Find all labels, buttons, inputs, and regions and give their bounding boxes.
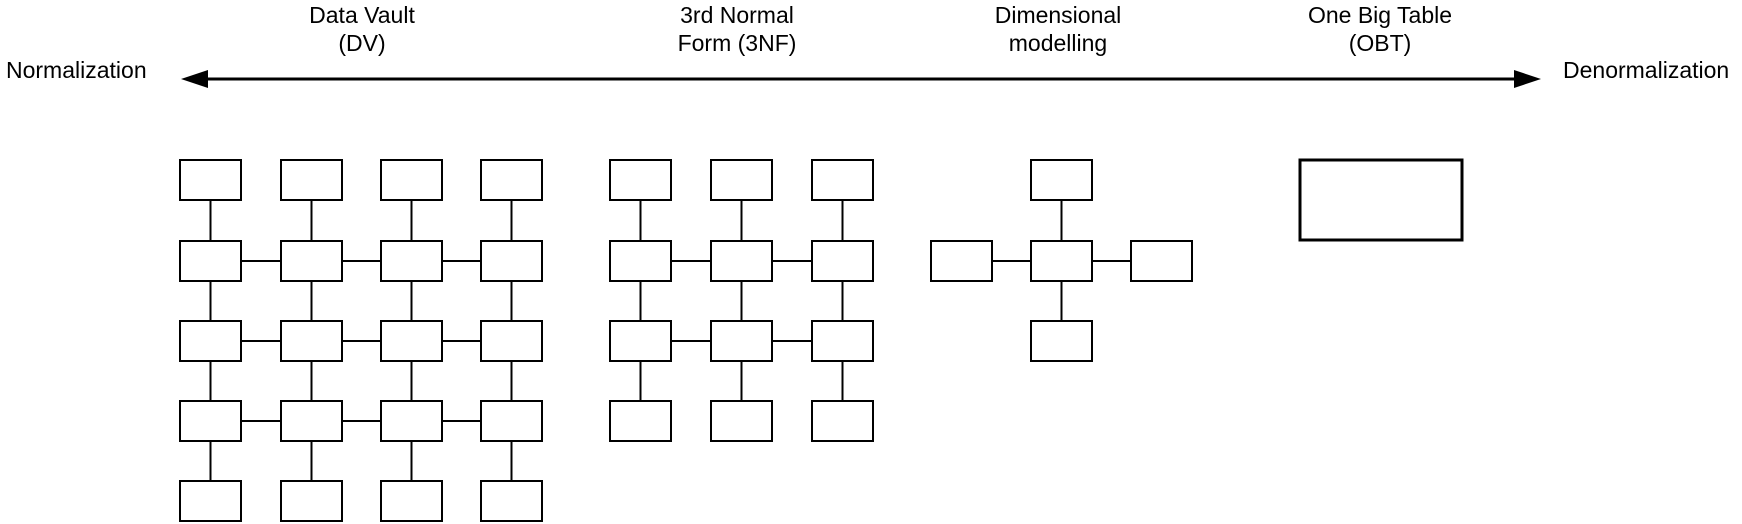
category-label-line: 3rd Normal (680, 2, 794, 28)
table-box (480, 240, 543, 282)
table-box (380, 240, 443, 282)
table-box (609, 320, 672, 362)
table-box (811, 400, 874, 442)
normalization-axis-arrow (181, 70, 1541, 88)
table-box (280, 240, 343, 282)
table-box (179, 480, 242, 522)
table-box (179, 320, 242, 362)
table-box (710, 240, 773, 282)
normalization-label: Normalization (6, 57, 147, 83)
table-box (280, 400, 343, 442)
table-box (280, 320, 343, 362)
table-box (480, 320, 543, 362)
table-box (609, 400, 672, 442)
table-box (1298, 158, 1464, 242)
category-label-line: Dimensional (994, 2, 1122, 28)
table-box (280, 159, 343, 201)
table-box (1030, 240, 1093, 282)
data-vault-schema (179, 159, 543, 522)
table-box (1030, 320, 1093, 362)
category-label-line: (DV) (338, 30, 386, 56)
axis-arrowhead-right-icon (1514, 70, 1541, 88)
table-box (179, 240, 242, 282)
table-box (609, 159, 672, 201)
category-label-line: (OBT) (1348, 30, 1412, 56)
category-label-line: One Big Table (1307, 2, 1453, 28)
table-box (930, 240, 993, 282)
3nf-schema (609, 159, 874, 442)
table-box (710, 320, 773, 362)
table-box (480, 159, 543, 201)
table-box (179, 159, 242, 201)
category-label-dimensional: Dimensional modelling (995, 1, 1122, 57)
axis-arrowhead-left-icon (181, 70, 208, 88)
category-label-obt: One Big Table (OBT) (1308, 1, 1452, 57)
table-box (811, 159, 874, 201)
table-box (380, 400, 443, 442)
category-label-line: Data Vault (309, 2, 415, 28)
denormalization-label: Denormalization (1563, 57, 1730, 83)
category-label-3nf: 3rd Normal Form (3NF) (678, 1, 797, 57)
table-box (480, 400, 543, 442)
table-box (609, 240, 672, 282)
dimensional-schema (930, 159, 1193, 362)
table-box (710, 400, 773, 442)
table-box (380, 320, 443, 362)
obt-schema (1298, 158, 1464, 242)
table-box (380, 480, 443, 522)
table-box (811, 240, 874, 282)
category-label-line: Form (3NF) (677, 30, 797, 56)
table-box (280, 480, 343, 522)
table-box (710, 159, 773, 201)
category-label-data-vault: Data Vault (DV) (309, 1, 415, 57)
table-box (1130, 240, 1193, 282)
table-box (480, 480, 543, 522)
table-box (811, 320, 874, 362)
table-box (380, 159, 443, 201)
table-box (179, 400, 242, 442)
table-box (1030, 159, 1093, 201)
category-label-line: modelling (1008, 30, 1108, 56)
